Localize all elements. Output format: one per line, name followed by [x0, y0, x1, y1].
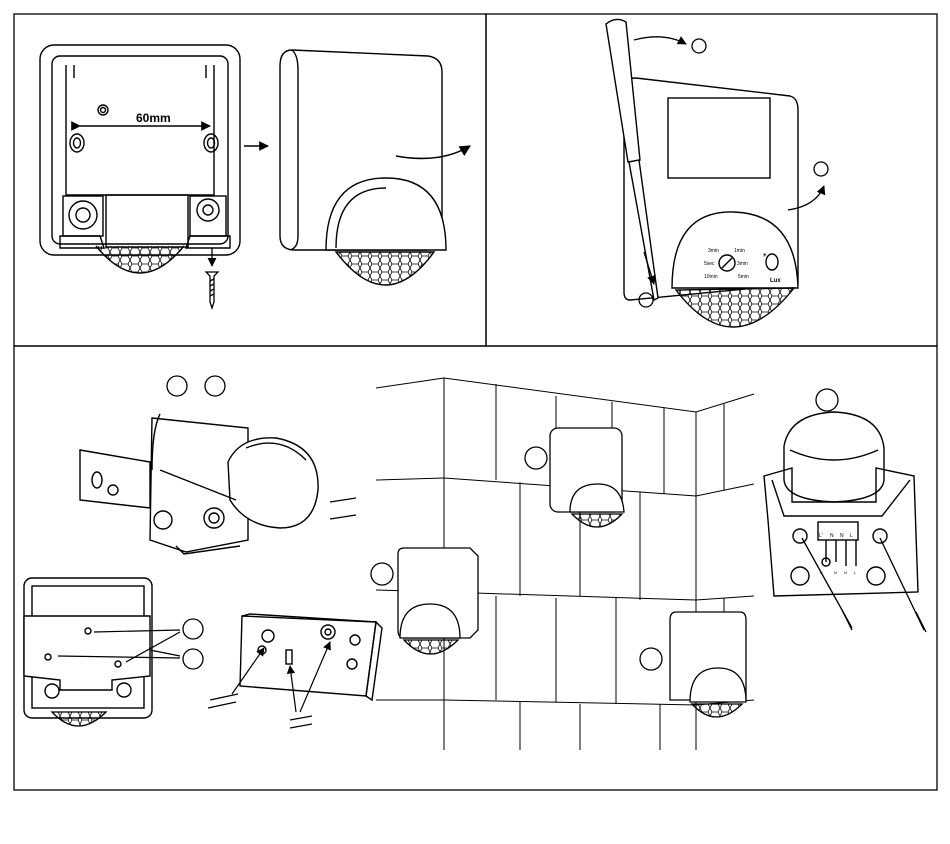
- panel-frame-top-left: [14, 14, 486, 346]
- screwdriver-icon: [606, 19, 658, 300]
- wall-bracket-back-view: [40, 45, 240, 255]
- step-callout-1: [692, 39, 706, 53]
- step-callout-5: [205, 376, 225, 396]
- step-callout-8: [525, 447, 547, 469]
- sun-label: ☀: [762, 252, 767, 259]
- dial-mark-1: 3min: [708, 248, 719, 254]
- step-callout-6: [183, 619, 203, 639]
- dome-left: [404, 640, 458, 654]
- corner-bracket-view: [80, 414, 318, 554]
- step-callout-7: [183, 649, 203, 669]
- dial-mark-3: 5sec: [704, 261, 715, 267]
- supply-label-2: L: [854, 570, 857, 575]
- rotate-arrow: [396, 146, 470, 158]
- sensor-dome-front: [336, 252, 434, 285]
- dial-mark-2: 1min: [734, 248, 745, 254]
- dial-mark-4: 3min: [737, 261, 748, 267]
- step-callout-3: [639, 293, 653, 307]
- screw-icon: [206, 248, 218, 308]
- dial-mark-5: 10min: [704, 274, 718, 280]
- terminal-label-3: N: [840, 533, 844, 539]
- step-callout-11: [816, 389, 838, 411]
- terminal-label-1: L': [819, 533, 823, 539]
- screws-pair: [330, 498, 356, 519]
- load-label-2: N: [834, 570, 837, 575]
- supply-label-1: N: [844, 570, 847, 575]
- terminal-label-2: N: [830, 533, 834, 539]
- sensor-on-wall-right: [670, 612, 746, 702]
- dial-mark-6: 5min: [738, 274, 749, 280]
- step-callout-2: [814, 162, 828, 176]
- step-callout-9: [371, 563, 393, 585]
- open-arrow: [788, 186, 824, 210]
- sensor-dome-side: [676, 288, 794, 327]
- screw-arrows: [208, 642, 330, 728]
- step-callout-4: [167, 376, 187, 396]
- dimension-label: 60mm: [136, 111, 171, 125]
- sensor-on-wall-left: [398, 548, 478, 638]
- sensor-on-wall-upper: [550, 428, 624, 512]
- step-callout-10: [640, 648, 662, 670]
- terminal-label-4: L: [850, 533, 853, 539]
- dome-right: [692, 704, 742, 717]
- wiring-screws: [802, 538, 926, 632]
- lux-label: Lux: [770, 278, 781, 284]
- mounting-plate-left: [24, 578, 152, 718]
- sensor-dome-small: [52, 712, 106, 726]
- sensor-housing-front: [280, 50, 446, 250]
- sensor-dome-back-view: [96, 246, 184, 273]
- lift-arrow: [634, 37, 686, 44]
